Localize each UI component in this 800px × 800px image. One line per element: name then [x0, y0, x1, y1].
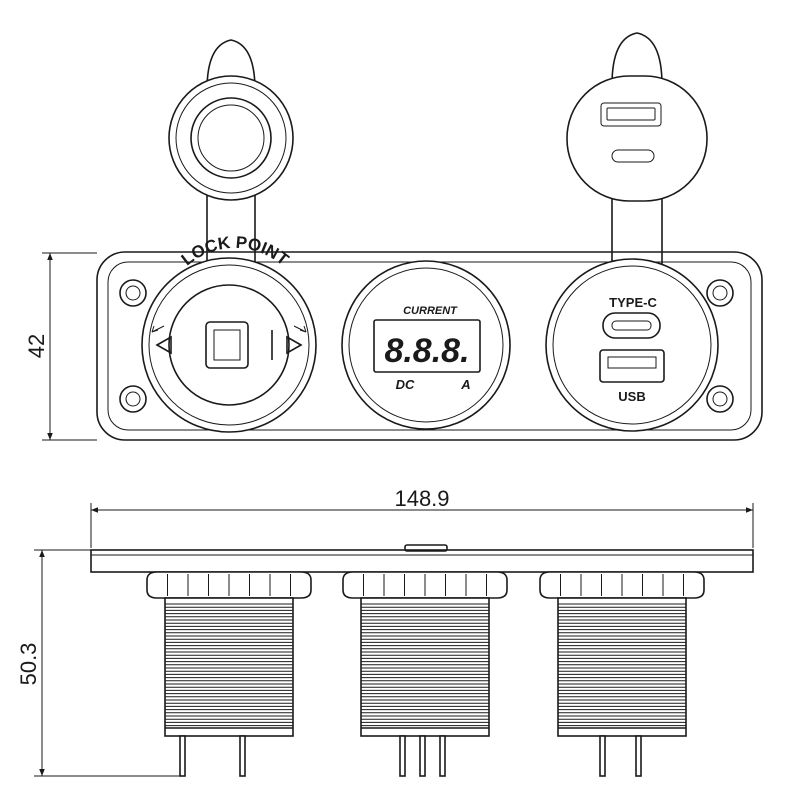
width-value: 148.9 [394, 486, 449, 511]
terminal-pin [179, 735, 186, 777]
lock-triangle-right-icon [286, 335, 303, 355]
led-display [373, 319, 481, 373]
usb-label: USB [618, 389, 645, 404]
voltmeter-socket: CURRENT 8.8.8. DC A [341, 260, 511, 430]
threaded-barrel [557, 597, 687, 737]
led-digits: 8.8.8. [384, 332, 469, 370]
depth-dimension: 50.3 [16, 549, 180, 777]
width-dimension: 148.9 [90, 486, 754, 548]
usb-socket: TYPE-C USB [545, 258, 719, 432]
terminal-pin [239, 735, 246, 777]
type-c-label: TYPE-C [609, 295, 657, 310]
lighter-cover-cap [168, 39, 294, 252]
type-c-port-icon [602, 312, 661, 339]
lock-triangle-left-icon [155, 335, 172, 355]
terminal-pin [419, 735, 426, 777]
depth-value: 50.3 [16, 643, 41, 686]
front-view: LOCK POINT CURRENT 8.8.8. DC A TYPE-C [24, 32, 763, 441]
height-value: 42 [24, 334, 49, 358]
terminal-pin [399, 735, 406, 777]
side-plate [90, 544, 754, 573]
terminal-pin [635, 735, 642, 777]
terminal-pin [439, 735, 446, 777]
threaded-barrel [164, 597, 294, 737]
usb-cover-cap [566, 32, 708, 252]
socket-bodies [146, 571, 705, 777]
amp-label: A [460, 377, 470, 392]
current-label: CURRENT [403, 305, 458, 317]
side-view: 148.9 50.3 [16, 486, 754, 777]
height-dimension: 42 [24, 252, 97, 441]
threaded-barrel [360, 597, 490, 737]
arrow-left-icon [151, 325, 165, 333]
arrow-right-icon [293, 325, 307, 333]
usb-a-port-icon [599, 349, 665, 383]
dc-label: DC [396, 377, 415, 392]
terminal-pin [599, 735, 606, 777]
